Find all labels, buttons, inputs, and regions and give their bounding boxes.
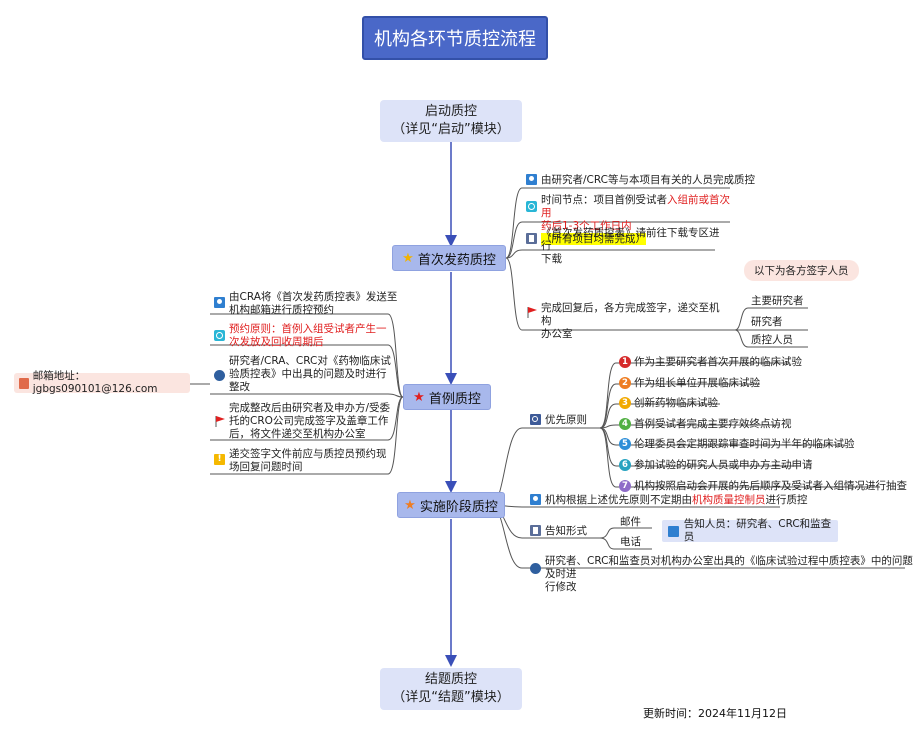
notify-people-box: 告知人员：研究者、CRC和监查员	[662, 518, 838, 543]
first-dose-form-line2: 下载	[541, 253, 562, 265]
first-case-submit: 完成整改后由研究者及申办方/受委 托的CRO公司完成签字及盖章工作 后，将文件递…	[229, 402, 399, 441]
notify-label: 告知形式	[545, 525, 587, 537]
priority-item: 作为组长单位开展临床试验	[634, 377, 760, 389]
first-case-issue-line2: 验质控表》中出具的问题及时进行	[229, 368, 387, 380]
notify-method-phone: 电话	[620, 536, 641, 548]
priority-number-badge: 2	[619, 377, 631, 389]
updated-time: 更新时间：2024年11月12日	[643, 707, 787, 720]
priority-number-badge: 7	[619, 480, 631, 492]
priority-item: 参加试验的研究人员或申办方主动申请	[634, 459, 813, 471]
star-icon: ★	[404, 497, 416, 513]
star-icon: ★	[413, 389, 425, 405]
end-node: 结题质控 （详见“结题”模块）	[380, 668, 522, 710]
mail-icon	[19, 377, 29, 389]
person-icon	[526, 174, 537, 185]
first-case-sign-line2: 场回复问题时间	[229, 461, 303, 473]
priority-number-badge: 5	[619, 438, 631, 450]
first-dose-label: 首次发药质控	[417, 252, 496, 268]
signer-pi: 主要研究者	[751, 295, 804, 307]
person-icon	[214, 297, 225, 308]
start-node-title: 启动质控	[424, 104, 477, 119]
star-icon: ★	[402, 250, 414, 266]
first-case-submit-line3: 后，将文件递交至机构办公室	[229, 428, 366, 440]
clock-icon	[214, 330, 225, 341]
priority-item: 作为主要研究者首次开展的临床试验	[634, 356, 802, 368]
first-dose-reply-line2: 办公室	[541, 328, 573, 340]
clock-icon	[526, 201, 537, 212]
first-case-issue: 研究者/CRA、CRC对《药物临床试 验质控表》中出具的问题及时进行 整改	[229, 355, 399, 394]
document-icon	[526, 233, 537, 244]
first-dose-form-line1: 《首次发药质控表》请前往下载专区进行	[541, 227, 720, 252]
first-dose-time-red2: 药后1-3个工作日内	[541, 220, 632, 232]
schedule-suffix: 进行质控	[765, 494, 808, 506]
implementation-label: 实施阶段质控	[419, 499, 498, 515]
email-address: 邮箱地址：jgbgs090101@126.com	[32, 370, 158, 395]
first-dose-form: 《首次发药质控表》请前往下载专区进行 下载	[541, 227, 721, 266]
schedule-text: 机构根据上述优先原则不定期由机构质量控制员进行质控	[545, 494, 808, 507]
priority-item: 伦理委员会定期跟踪审查时间为半年的临床试验	[634, 438, 855, 450]
priority-number-badge: 4	[619, 418, 631, 430]
priority-item: 创新药物临床试验	[634, 397, 718, 409]
email-box: 邮箱地址：jgbgs090101@126.com	[14, 370, 190, 395]
first-dose-reply: 完成回复后，各方完成签字，递交至机构 办公室	[541, 302, 721, 341]
signer-qc: 质控人员	[751, 334, 793, 346]
first-dose-time-prefix: 时间节点：项目首例受试者	[541, 194, 667, 206]
signer-investigator: 研究者	[751, 316, 783, 328]
schedule-prefix: 机构根据上述优先原则不定期由	[545, 494, 692, 506]
priority-number-badge: 3	[619, 397, 631, 409]
first-case-sign: 递交签字文件前应与质控员预约现 场回复问题时间	[229, 448, 399, 474]
first-dose-time-red1: 入组前或首次用	[541, 194, 730, 219]
first-case-send-line2: 机构邮箱进行质控预约	[229, 304, 334, 316]
group-icon	[668, 525, 679, 537]
notify-method-email: 邮件	[620, 516, 641, 528]
fix-line2: 行修改	[545, 581, 577, 593]
first-case-submit-line1: 完成整改后由研究者及申办方/受委	[229, 402, 391, 414]
first-case-issue-line3: 整改	[229, 381, 250, 393]
priority-item: 机构按照启动会开展的先后顺序及受试者入组情况进行抽查	[634, 480, 907, 492]
priority-number-badge: 1	[619, 356, 631, 368]
end-node-title: 结题质控	[424, 672, 477, 687]
first-case-send-line1: 由CRA将《首次发药质控表》发送至	[229, 291, 398, 303]
first-case-node: ★ 首例质控	[403, 384, 491, 410]
first-dose-reply-line1: 完成回复后，各方完成签字，递交至机构	[541, 302, 720, 327]
schedule-red: 机构质量控制员	[692, 494, 766, 506]
fix-line1: 研究者、CRC和监查员对机构办公室出具的《临床试验过程中质控表》中的问题及时进	[545, 555, 913, 580]
first-case-issue-line1: 研究者/CRA、CRC对《药物临床试	[229, 355, 391, 367]
fix-text: 研究者、CRC和监查员对机构办公室出具的《临床试验过程中质控表》中的问题及时进 …	[545, 555, 915, 594]
red-flag-icon	[527, 307, 537, 318]
first-case-rule-line1: 预约原则：首例入组受试者产生一	[229, 323, 387, 335]
signers-note-bubble: 以下为各方签字人员	[744, 260, 859, 281]
priority-item: 首例受试者完成主要疗效终点访视	[634, 418, 792, 430]
end-node-subtitle: （详见“结题”模块）	[392, 690, 510, 705]
warning-icon: !	[214, 454, 225, 465]
implementation-node: ★ 实施阶段质控	[397, 492, 505, 518]
red-flag-icon	[215, 416, 225, 427]
start-node-subtitle: （详见“启动”模块）	[392, 122, 510, 137]
first-dose-who: 由研究者/CRC等与本项目有关的人员完成质控	[541, 174, 755, 186]
first-case-send: 由CRA将《首次发药质控表》发送至 机构邮箱进行质控预约	[229, 291, 399, 317]
notify-people: 告知人员：研究者、CRC和监查员	[683, 518, 832, 543]
first-case-sign-line1: 递交签字文件前应与质控员预约现	[229, 448, 387, 460]
first-case-rule: 预约原则：首例入组受试者产生一 次发放及回收周期后	[229, 323, 399, 349]
search-icon	[530, 414, 541, 425]
review-icon	[530, 563, 541, 574]
start-node: 启动质控 （详见“启动”模块）	[380, 100, 522, 142]
review-icon	[214, 370, 225, 381]
priority-number-badge: 6	[619, 459, 631, 471]
first-dose-time-highlight: （所有项目均需完成）	[541, 233, 646, 245]
first-case-label: 首例质控	[428, 391, 481, 407]
first-case-submit-line2: 托的CRO公司完成签字及盖章工作	[229, 415, 389, 427]
document-icon	[530, 525, 541, 536]
priority-label: 优先原则	[545, 414, 587, 426]
first-dose-node: ★ 首次发药质控	[392, 245, 506, 271]
page-title: 机构各环节质控流程	[362, 16, 548, 60]
person-icon	[530, 494, 541, 505]
first-case-rule-line2: 次发放及回收周期后	[229, 336, 324, 348]
first-dose-time: 时间节点：项目首例受试者入组前或首次用 药后1-3个工作日内（所有项目均需完成）	[541, 194, 736, 246]
